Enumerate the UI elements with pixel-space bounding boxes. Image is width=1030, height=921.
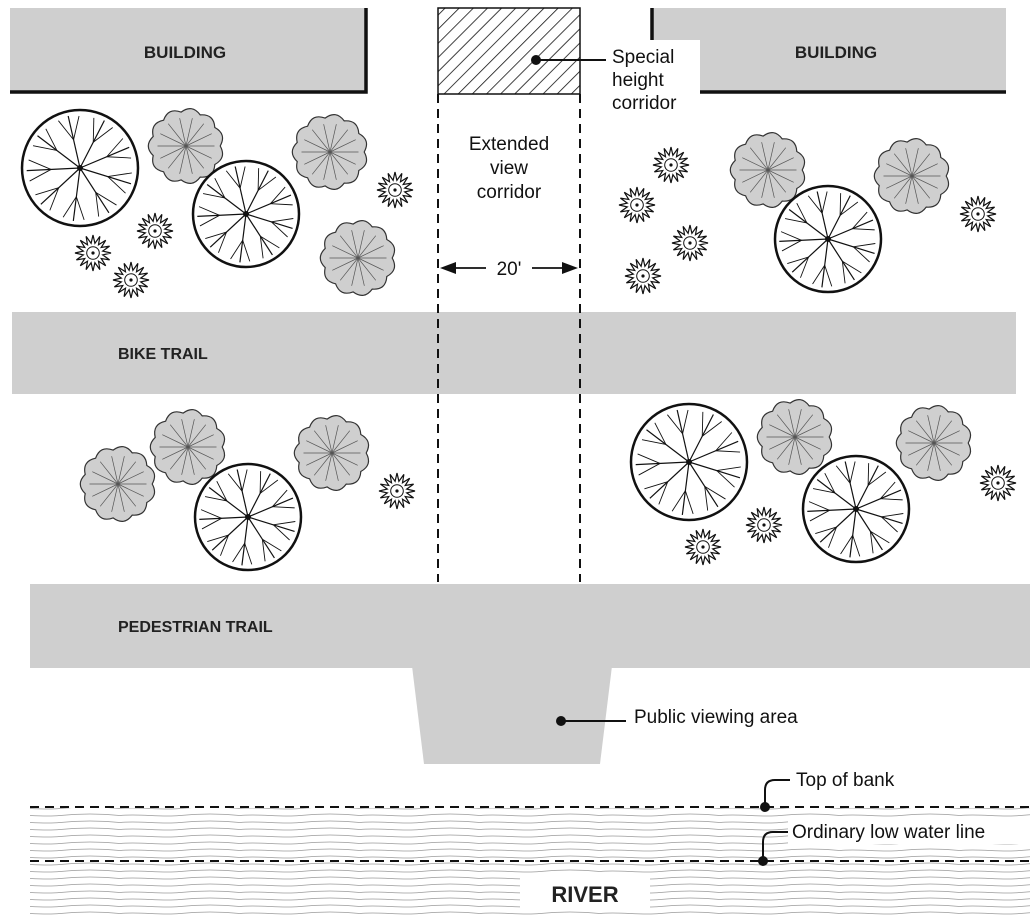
public-viewing-area-callout: Public viewing area — [556, 707, 798, 728]
low-water-line-callout: Ordinary low water line — [758, 818, 1030, 866]
pedestrian-trail-label: PEDESTRIAN TRAIL — [118, 619, 273, 636]
bike-trail-label: BIKE TRAIL — [118, 346, 208, 363]
canopy-tree-icon — [147, 108, 224, 184]
extended-view-label-1: Extended — [469, 134, 549, 155]
canopy-tree-icon — [873, 138, 950, 214]
low-water-line-label: Ordinary low water line — [792, 822, 985, 843]
vegetation — [20, 108, 1017, 572]
shrub-icon — [671, 224, 709, 262]
shrub-icon — [745, 506, 783, 544]
shrub-icon — [684, 528, 722, 566]
width-dimension: 20' — [440, 259, 578, 280]
shrub-icon — [979, 464, 1017, 502]
deciduous-tree-icon — [20, 108, 140, 228]
public-viewing-area-label: Public viewing area — [634, 707, 798, 728]
canopy-tree-icon — [756, 399, 833, 475]
building-left: BUILDING — [10, 8, 368, 94]
shrub-icon — [74, 234, 112, 272]
building-right: BUILDING — [650, 8, 1006, 94]
building-right-label: BUILDING — [795, 43, 877, 62]
top-of-bank-label: Top of bank — [796, 770, 895, 791]
pedestrian-trail: PEDESTRIAN TRAIL — [30, 584, 1030, 764]
river-label: RIVER — [551, 882, 618, 907]
shrub-icon — [378, 472, 416, 510]
deciduous-tree-icon — [629, 402, 749, 522]
extended-view-label-2: view — [490, 158, 528, 179]
width-dimension-label: 20' — [497, 259, 522, 280]
shrub-icon — [652, 146, 690, 184]
canopy-tree-icon — [729, 132, 806, 208]
extended-view-label-3: corridor — [477, 182, 542, 203]
special-height-corridor: Special height corridor — [437, 7, 700, 118]
top-of-bank-callout: Top of bank — [760, 770, 895, 812]
deciduous-tree-icon — [193, 462, 303, 572]
canopy-tree-icon — [149, 409, 226, 485]
shrub-icon — [959, 195, 997, 233]
canopy-tree-icon — [291, 114, 368, 190]
canopy-tree-icon — [79, 446, 156, 522]
special-height-label-1: Special — [612, 47, 674, 68]
deciduous-tree-icon — [801, 454, 911, 564]
canopy-tree-icon — [319, 220, 396, 296]
special-height-label-2: height — [612, 70, 664, 91]
special-height-label-3: corridor — [612, 93, 677, 114]
canopy-tree-icon — [895, 405, 972, 481]
deciduous-tree-icon — [191, 159, 301, 269]
shrub-icon — [624, 257, 662, 295]
shrub-icon — [112, 261, 150, 299]
bike-trail: BIKE TRAIL — [12, 312, 1016, 394]
river: RIVER — [30, 806, 1030, 918]
canopy-tree-icon — [293, 415, 370, 491]
shrub-icon — [376, 171, 414, 209]
extended-view-corridor: Extended view corridor — [437, 94, 581, 582]
shrub-icon — [618, 186, 656, 224]
deciduous-tree-icon — [773, 184, 883, 294]
building-left-label: BUILDING — [144, 43, 226, 62]
shrub-icon — [136, 212, 174, 250]
